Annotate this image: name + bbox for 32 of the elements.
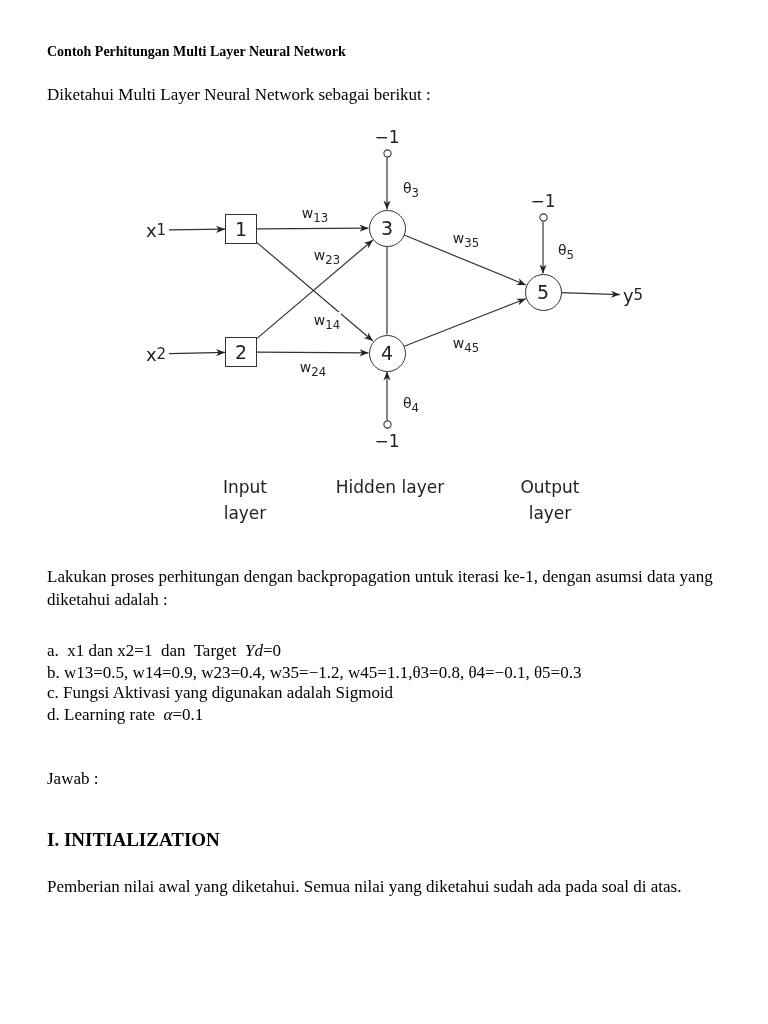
input-box: 2 xyxy=(225,337,257,367)
bias-value: −1 xyxy=(374,432,400,450)
body-text: Diketahui Multi Layer Neural Network sebagai berikut : xyxy=(47,84,432,106)
page-title: Contoh Perhitungan Multi Layer Neural Network xyxy=(47,44,346,60)
neuron-circle: 5 xyxy=(524,273,562,311)
list-item: b. w13=0.5, w14=0.9, w23=0.4, w35=−1.2, w45=1.1,θ3=0.8, θ4=−0.1, θ5=0.3 xyxy=(47,662,583,684)
list-item: a. x1 dan x2=1 dan Target Yd=0 xyxy=(47,640,283,662)
body-text: Jawab : xyxy=(47,768,100,790)
input-box: 1 xyxy=(225,214,257,244)
bias-value: −1 xyxy=(530,192,556,210)
arrow xyxy=(383,157,391,211)
list-item: d. Learning rate α=0.1 xyxy=(47,704,205,726)
arrow xyxy=(539,221,547,275)
bias-value: −1 xyxy=(374,128,400,146)
layer-label: Input layer xyxy=(222,476,268,525)
connector-line xyxy=(386,245,388,336)
layer-label: Hidden layer xyxy=(334,476,446,499)
neuron-circle: 4 xyxy=(368,334,406,372)
neuron-circle: 3 xyxy=(368,209,406,247)
layer-label: Output layer xyxy=(519,476,581,525)
arrow xyxy=(256,349,370,357)
arrow xyxy=(403,298,527,347)
section-heading: I. INITIALIZATION xyxy=(47,828,221,851)
body-text: Pemberian nilai awal yang diketahui. Semua nilai yang diketahui sudah ada pada soal di atas. xyxy=(47,876,683,898)
arrow xyxy=(168,349,226,357)
arrow xyxy=(560,290,621,298)
arrow xyxy=(383,370,391,421)
arrow xyxy=(256,224,370,232)
list-item: c. Fungsi Aktivasi yang digunakan adalah Sigmoid xyxy=(47,682,395,704)
body-text: Lakukan proses perhitungan dengan backpropagation untuk iterasi ke-1, dengan asumsi data yang diketahui adalah : xyxy=(47,566,714,611)
arrow xyxy=(168,225,226,233)
arrow xyxy=(403,234,527,286)
